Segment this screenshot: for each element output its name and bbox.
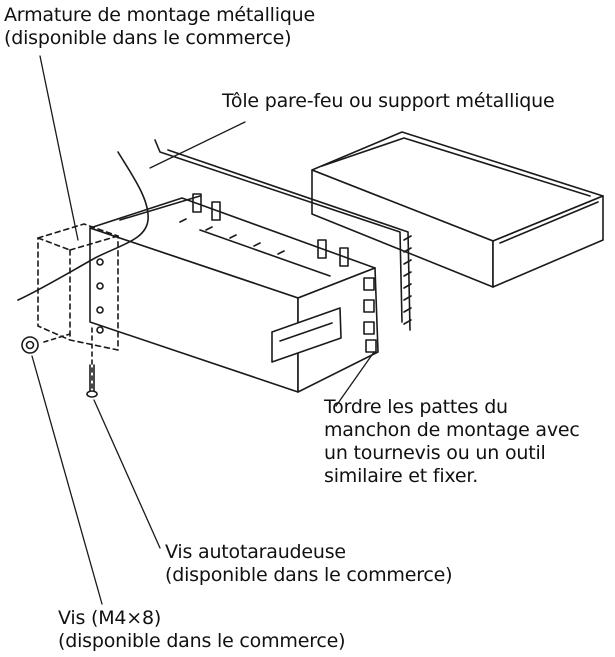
front-panel xyxy=(311,131,604,288)
m4-screw xyxy=(21,333,71,354)
label-bend-tabs-line3: un tournevis ou un outil xyxy=(324,442,546,464)
label-mounting-bracket-line1: Armature de montage métallique xyxy=(4,4,316,26)
label-self-tapping-screw-line1: Vis autotaraudeuse xyxy=(165,541,346,563)
label-m4-screw-line1: Vis (M4×8) xyxy=(58,607,162,629)
label-mounting-bracket: Armature de montage métallique (disponib… xyxy=(4,4,315,50)
label-bend-tabs-instruction: Tordre les pattes du manchon de montage … xyxy=(324,396,580,488)
label-m4-screw: Vis (M4×8) (disponible dans le commerce) xyxy=(58,607,346,653)
leader-lines xyxy=(31,55,375,605)
wire xyxy=(17,151,149,301)
label-firewall-support-line1: Tôle pare-feu ou support métallique xyxy=(222,90,555,112)
label-firewall-support: Tôle pare-feu ou support métallique xyxy=(222,90,555,113)
label-m4-screw-line2: (disponible dans le commerce) xyxy=(58,630,346,652)
mounting-bracket xyxy=(37,223,119,351)
firewall-support xyxy=(154,139,412,331)
leader-tordre xyxy=(335,351,375,407)
label-self-tapping-screw: Vis autotaraudeuse (disponible dans le c… xyxy=(165,541,453,587)
label-self-tapping-screw-line2: (disponible dans le commerce) xyxy=(165,564,453,586)
label-bend-tabs-line1: Tordre les pattes du xyxy=(324,396,508,418)
label-mounting-bracket-line2: (disponible dans le commerce) xyxy=(4,27,292,49)
head-unit xyxy=(89,193,379,393)
leader-armature xyxy=(39,55,79,241)
leader-vis-auto xyxy=(93,399,161,549)
self-tapping-screw xyxy=(86,327,98,398)
leader-vis-m4 xyxy=(31,355,103,605)
label-bend-tabs-line4: similaire et fixer. xyxy=(324,465,479,487)
label-bend-tabs-line2: manchon de montage avec xyxy=(324,419,580,441)
leader-tole xyxy=(149,121,246,169)
